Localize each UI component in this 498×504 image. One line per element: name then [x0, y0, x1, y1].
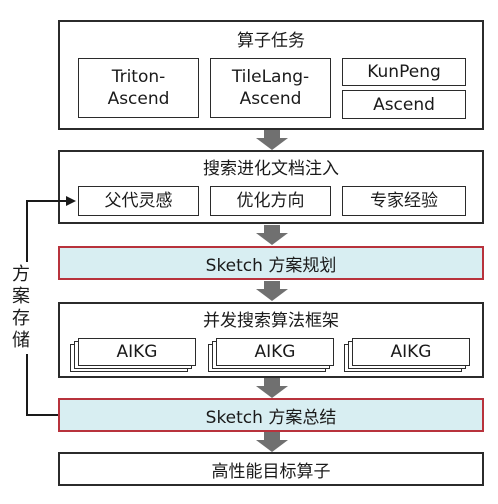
operator-tasks-panel: 算子任务 Triton- Ascend TileLang- Ascend Kun…: [58, 20, 484, 130]
aikg-label-3: AIKG: [390, 342, 432, 362]
aikg-box-2: AIKG: [216, 338, 334, 366]
side-label-char-3: 存: [12, 308, 30, 329]
sketch-plan-bar: Sketch 方案规划: [58, 246, 484, 280]
doc-optimization-direction-label: 优化方向: [236, 191, 305, 211]
task-tilelang-ascend: TileLang- Ascend: [210, 58, 331, 118]
task-triton-ascend: Triton- Ascend: [78, 58, 199, 118]
doc-parent-inspiration: 父代灵感: [78, 186, 199, 216]
aikg-box-3: AIKG: [352, 338, 470, 366]
doc-expert-experience: 专家经验: [342, 186, 466, 216]
aikg-stack-2: AIKG: [208, 338, 336, 374]
side-label-scheme-storage: 方 案 存 储: [10, 262, 32, 354]
doc-parent-inspiration-label: 父代灵感: [104, 191, 173, 211]
doc-optimization-direction: 优化方向: [210, 186, 331, 216]
task-ascend: Ascend: [342, 90, 466, 119]
doc-expert-experience-label: 专家经验: [370, 191, 438, 211]
arrow-down-icon: [256, 130, 288, 150]
task-ascend-label: Ascend: [373, 94, 435, 115]
aikg-box-1: AIKG: [78, 338, 196, 366]
operator-tasks-title: 算子任务: [237, 31, 305, 51]
aikg-label-1: AIKG: [116, 342, 158, 362]
arrow-down-icon: [256, 432, 288, 452]
aikg-label-2: AIKG: [254, 342, 296, 362]
task-triton-ascend-label: Triton- Ascend: [107, 67, 170, 109]
arrow-down-icon: [256, 281, 288, 301]
sketch-plan-label: Sketch 方案规划: [205, 255, 337, 276]
side-label-char-1: 方: [12, 264, 30, 285]
side-label-char-4: 储: [12, 330, 30, 351]
sketch-summary-bar: Sketch 方案总结: [58, 398, 484, 432]
task-kunpeng-label: KunPeng: [367, 62, 441, 82]
output-label: 高性能目标算子: [211, 461, 331, 482]
arrow-down-icon: [256, 225, 288, 245]
arrow-down-icon: [256, 378, 288, 398]
sketch-summary-label: Sketch 方案总结: [205, 407, 337, 428]
search-docs-panel: 搜索进化文档注入 父代灵感 优化方向 专家经验: [58, 150, 484, 224]
parallel-search-title: 并发搜索算法框架: [203, 311, 339, 331]
output-bar: 高性能目标算子: [58, 452, 484, 486]
task-tilelang-ascend-label: TileLang- Ascend: [231, 67, 310, 109]
aikg-stack-3: AIKG: [344, 338, 472, 374]
aikg-stack-1: AIKG: [70, 338, 198, 374]
task-kunpeng: KunPeng: [342, 58, 466, 86]
parallel-search-panel: 并发搜索算法框架 AIKG AIKG AIKG: [58, 302, 484, 378]
side-label-char-2: 案: [12, 286, 30, 307]
search-docs-title: 搜索进化文档注入: [203, 159, 339, 179]
arrow-right-icon: [66, 196, 76, 206]
